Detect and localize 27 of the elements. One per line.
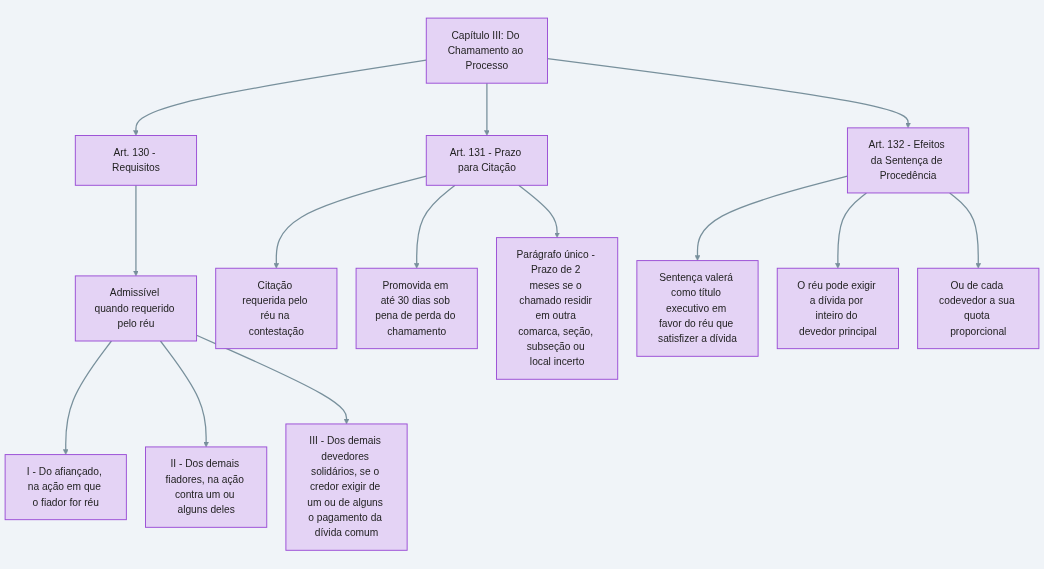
- node-box: I - Do afiançado, na ação em que o fiador for réu: [4, 454, 127, 521]
- arrow: [133, 184, 139, 277]
- node-box: Sentença valerá como título executivo em favor do réu que satisfizer a dívida: [636, 260, 759, 358]
- node-box: III - Dos demais devedores solidários, se o credor exigir de um ou de alguns o pagamento da dívida comum: [285, 423, 408, 552]
- arrow: [949, 192, 982, 269]
- node-box: Parágrafo único - Prazo de 2 meses se o chamado residir em outra comarca, seção, subseção ou local incerto: [496, 237, 619, 381]
- arrow: [62, 340, 113, 456]
- arrow: [484, 82, 490, 137]
- node-box: II - Dos demais fiadores, na ação contra um ou alguns deles: [145, 446, 268, 529]
- node-box: Ou de cada codevedor a sua quota proporcional: [917, 268, 1040, 350]
- node-box: Capítulo III: Do Chamamento ao Processo: [425, 17, 548, 84]
- node-box: Art. 132 - Efeitos da Sentença de Procedência: [846, 127, 970, 194]
- node-box: Citação requerida pelo réu na contestação: [215, 268, 338, 350]
- node-box: Promovida em até 30 dias sob pena de perda do chamamento: [355, 268, 478, 350]
- arrow: [133, 59, 427, 137]
- node-box: Admissível quando requerido pelo réu: [74, 275, 198, 342]
- arrow: [413, 184, 456, 269]
- node-box: O réu pode exigir a dívida por inteiro do devedor principal: [776, 268, 899, 350]
- arrow: [835, 192, 868, 269]
- arrow: [195, 334, 350, 425]
- arrow: [694, 175, 849, 262]
- arrow: [546, 58, 911, 129]
- node-box: Art. 131 - Prazo para Citação: [425, 135, 548, 187]
- node-box: Art. 130 - Requisitos: [74, 135, 198, 187]
- arrow: [159, 340, 209, 448]
- arrow: [518, 184, 560, 239]
- arrow: [273, 175, 427, 269]
